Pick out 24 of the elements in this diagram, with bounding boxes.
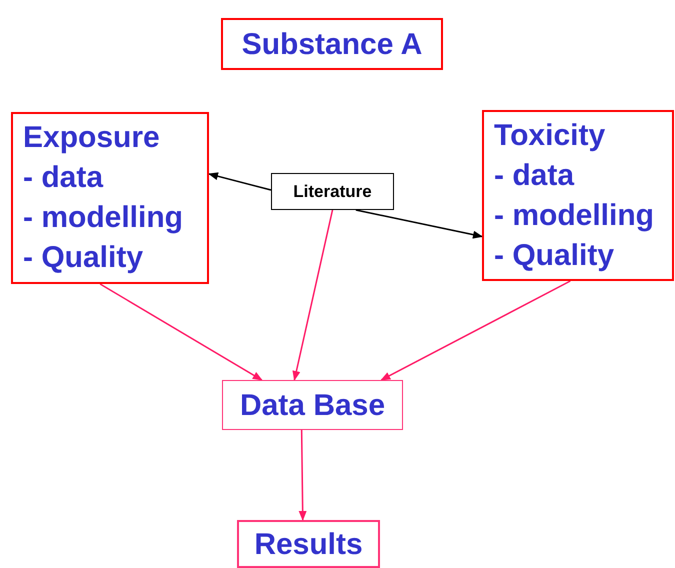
node-text: Toxicity	[494, 118, 606, 154]
arrow	[208, 172, 272, 191]
node-text: - modelling	[23, 200, 184, 236]
text-box	[482, 110, 674, 281]
node-text: - Quality	[23, 240, 144, 276]
text-box	[221, 18, 443, 70]
text-box	[11, 112, 209, 284]
node-text: - data	[23, 160, 104, 196]
arrow	[100, 283, 263, 381]
node-text: Literature	[293, 180, 372, 203]
text-box	[237, 520, 380, 568]
node-text: Data Base	[240, 388, 386, 424]
arrow	[380, 280, 571, 381]
text-box	[271, 173, 394, 210]
node-text: Substance A	[242, 26, 422, 62]
arrow	[356, 209, 483, 239]
node-text: - Quality	[494, 238, 616, 274]
node-text: Results	[254, 526, 363, 562]
arrow	[298, 430, 307, 521]
node-text: Exposure	[23, 120, 161, 156]
node-text: - modelling	[494, 198, 655, 234]
arrow	[292, 210, 334, 381]
text-box	[222, 380, 403, 430]
node-text: - data	[494, 158, 576, 194]
